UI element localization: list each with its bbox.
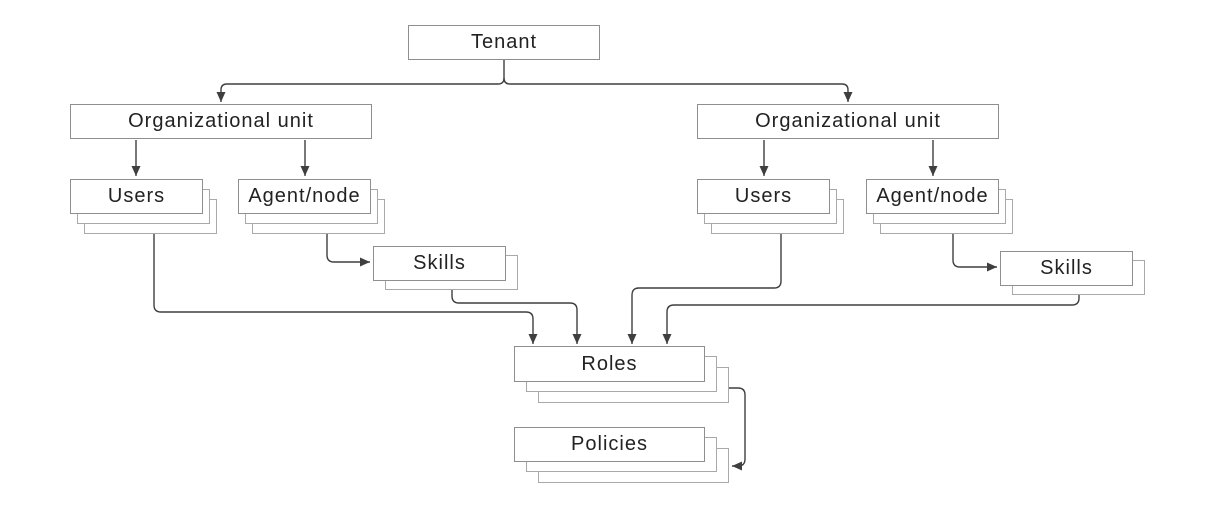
edge-roles-to-policies [729,387,746,471]
node-agent-node-left: Agent/node [238,179,385,234]
node-tenant: Tenant [408,25,600,60]
agent-node-left-label: Agent/node [248,185,361,207]
node-roles: Roles [514,346,729,403]
skills-right-label: Skills [1040,257,1093,279]
users-right-label: Users [734,185,793,207]
node-users-right: Users [697,179,844,234]
node-skills-left: Skills [373,246,518,290]
org-unit-left-box: Organizational unit [70,104,372,139]
node-org-unit-left: Organizational unit [70,104,372,139]
edge-tenant-to-org-unit-left [216,59,505,102]
agent-node-right-box: Agent/node [866,179,999,214]
skills-left-label: Skills [413,252,466,274]
policies-box: Policies [514,427,705,462]
skills-right-box: Skills [1000,251,1133,286]
node-org-unit-right: Organizational unit [697,104,999,139]
skills-left-box: Skills [373,246,506,281]
edge-skills-right-to-roles [662,295,1080,344]
users-right-box: Users [697,179,830,214]
edge-agent-node-left-to-skills-left [326,234,370,267]
edge-tenant-to-org-unit-right [503,77,853,102]
users-left-box: Users [70,179,203,214]
edge-users-right-to-roles [627,234,782,344]
policies-label: Policies [571,433,648,455]
org-unit-right-label: Organizational unit [755,110,941,132]
users-left-label: Users [107,185,166,207]
node-skills-right: Skills [1000,251,1145,295]
tenant-label: Tenant [470,31,538,53]
agent-node-right-label: Agent/node [876,185,989,207]
node-users-left: Users [70,179,217,234]
edge-users-left-to-roles [153,234,538,344]
edge-skills-left-to-roles [451,290,582,344]
agent-node-left-box: Agent/node [238,179,371,214]
org-unit-right-box: Organizational unit [697,104,999,139]
roles-label: Roles [581,352,638,375]
edge-agent-node-right-to-skills-right [952,234,997,272]
node-agent-node-right: Agent/node [866,179,1013,234]
tenant-box: Tenant [408,25,600,60]
node-policies: Policies [514,427,729,483]
org-unit-left-label: Organizational unit [128,110,314,132]
roles-box: Roles [514,346,705,382]
